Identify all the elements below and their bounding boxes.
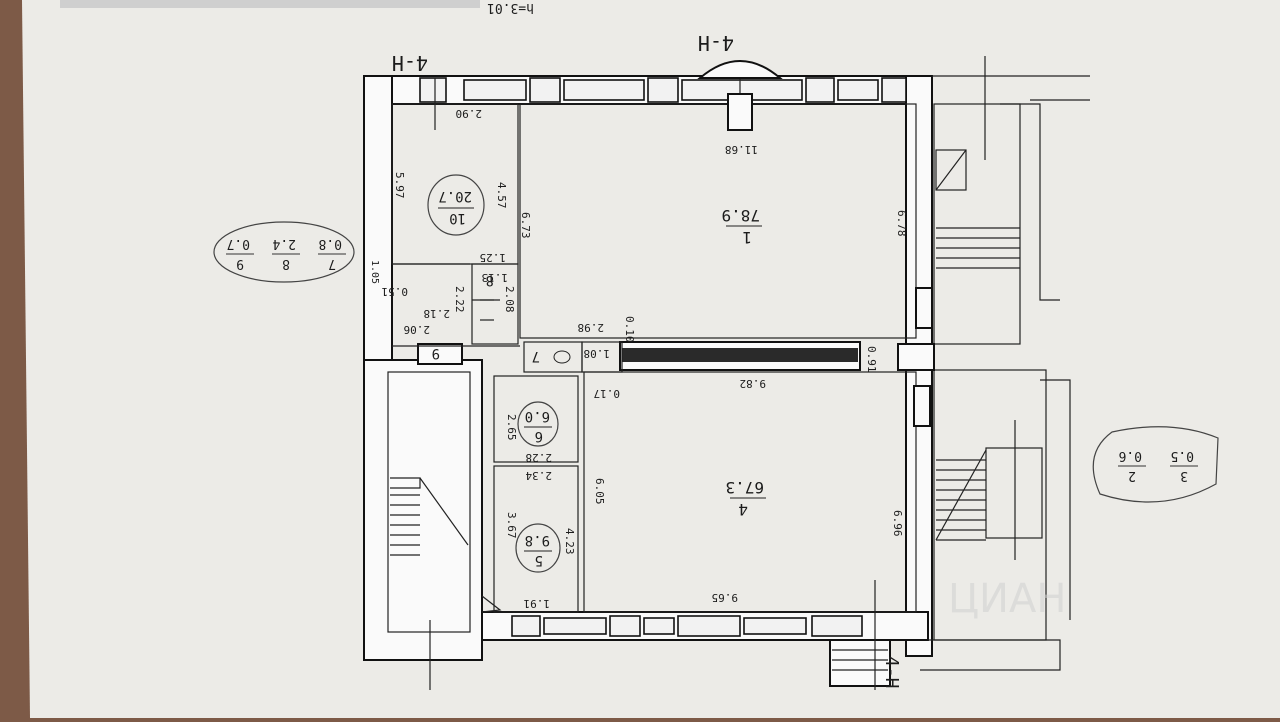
room-7-label: 7 [532, 348, 540, 364]
dim-label: 6.05 [593, 478, 606, 505]
room-number: 5 [535, 552, 543, 568]
dim-label: 4.57 [495, 182, 508, 209]
room-6-label: 6 6.0 [517, 401, 559, 447]
section-mark-bottom: 4-H [881, 656, 902, 689]
dim-label: 2.34 [525, 469, 552, 482]
dim-label: 2.08 [503, 286, 516, 313]
dim-label: 2.65 [505, 414, 518, 441]
watermark: ЦИАН [948, 576, 1066, 622]
header-strip [60, 0, 480, 8]
bay-window [697, 60, 783, 79]
room-area: 9.8 [525, 532, 550, 548]
room-8-label: 8 [486, 272, 494, 288]
height-label: h=3.01 [487, 0, 534, 15]
annotation-number: 7 [328, 256, 336, 271]
dim-label: 2.98 [578, 321, 605, 334]
annotation-number: 9 [236, 256, 244, 271]
room-number: 6 [535, 428, 543, 444]
section-mark-top-left: 4-H [392, 51, 428, 75]
dim-label: 1.08 [584, 347, 611, 360]
room-number: 1 [742, 228, 752, 247]
top-windows [419, 77, 907, 103]
dim-label: 0.17 [594, 387, 621, 400]
dim-label: 1.13 [482, 271, 509, 284]
dim-label: 9.82 [740, 377, 767, 390]
room-area: 78.9 [721, 206, 760, 225]
dim-label: 1.91 [524, 597, 551, 610]
dimension-labels: 2.90 11.68 5.97 4.57 6.73 6.78 1.25 1.13… [369, 107, 908, 610]
dim-label: 5.97 [393, 172, 406, 199]
annotation-value: 0.5 [1171, 448, 1194, 463]
left-annotation: 7 0.8 8 2.4 9 0.7 [213, 221, 355, 283]
dim-label: 6.78 [895, 210, 908, 237]
dim-label: 2.18 [424, 307, 451, 320]
room-area: 67.3 [725, 478, 764, 497]
dim-label: 6.96 [891, 510, 904, 537]
annotation-value: 0.6 [1119, 448, 1142, 463]
inner-walls [387, 75, 1090, 687]
dim-label: 9.65 [712, 591, 739, 604]
dim-label: 4.23 [563, 528, 576, 555]
room-9-label: 9 [432, 345, 440, 361]
dim-label: 6.73 [519, 212, 532, 239]
right-annotation: 3 0.5 2 0.6 [1092, 426, 1219, 503]
annotation-number: 2 [1128, 468, 1136, 483]
dim-label: 2.90 [456, 107, 483, 120]
section-mark-top: 4-H [698, 31, 734, 55]
dim-label: 11.68 [725, 143, 758, 156]
room-number: 10 [449, 210, 466, 226]
dim-label: 0.10 [623, 316, 636, 343]
dim-label: 3.67 [505, 512, 518, 539]
room-1-label: 1 78.9 [721, 206, 762, 247]
room-4-label: 4 67.3 [725, 478, 766, 519]
annotation-value: 2.4 [272, 236, 296, 251]
room-5-label: 5 9.8 [515, 523, 561, 573]
dim-label: 2.22 [453, 286, 466, 313]
dim-label: 1.25 [480, 251, 507, 264]
dim-label: 0.91 [865, 346, 878, 373]
room-10-label: 10 20.7 [427, 174, 485, 236]
dim-label: 2.06 [404, 323, 431, 336]
annotation-number: 3 [1180, 468, 1188, 483]
annotation-number: 8 [282, 256, 290, 271]
room-area: 6.0 [525, 408, 550, 424]
dim-label: 0.51 [382, 285, 409, 298]
annotation-value: 0.7 [227, 236, 250, 251]
bottom-windows [511, 615, 863, 637]
room-labels: 1 78.9 4 67.3 5 9.8 6 6.0 7 8 9 10 20. [427, 174, 766, 573]
dim-label: 1.05 [369, 260, 380, 284]
annotation-value: 0.8 [319, 236, 342, 251]
room-area: 20.7 [438, 188, 472, 204]
dim-label: 2.28 [526, 451, 553, 464]
room-number: 4 [738, 500, 748, 519]
